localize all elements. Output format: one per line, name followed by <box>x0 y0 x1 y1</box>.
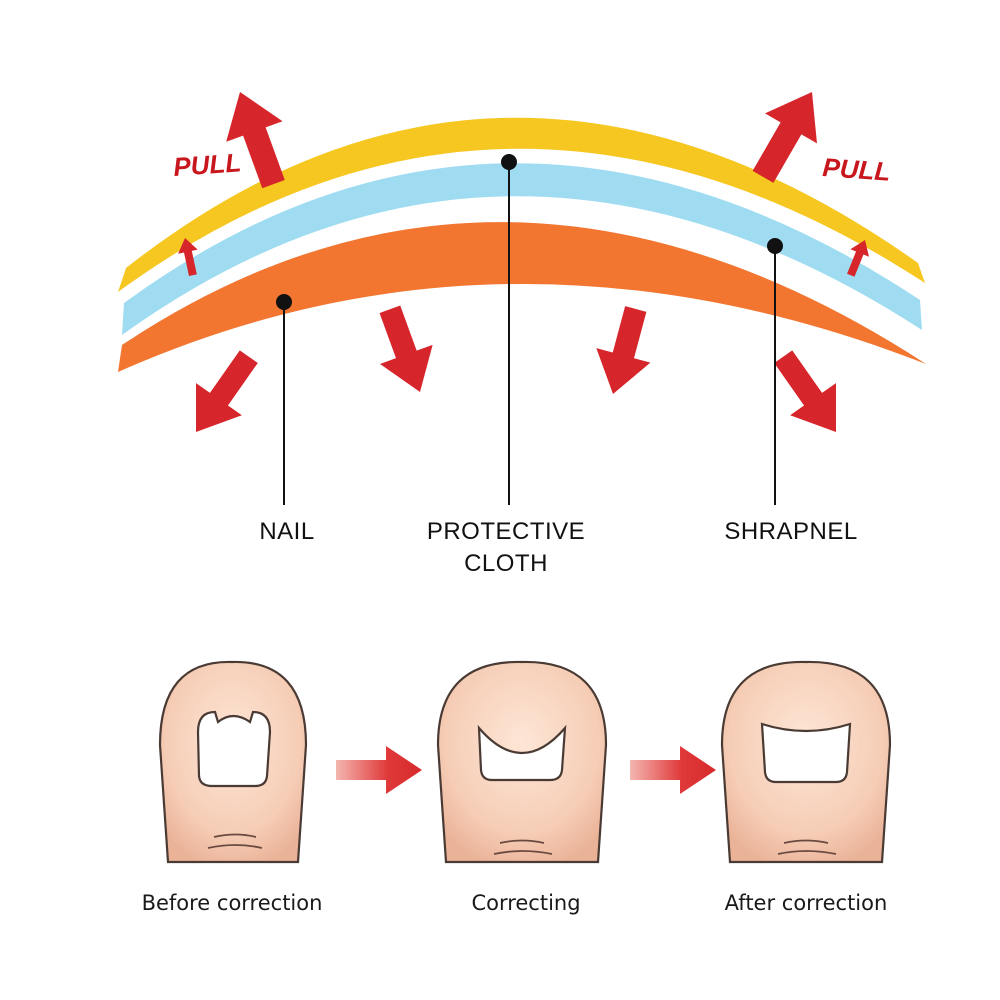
toe-before-nail <box>196 710 272 788</box>
shrapnel-label: SHRAPNEL <box>724 518 857 545</box>
toe-correcting-nail <box>477 724 567 782</box>
push-arrows <box>196 305 836 432</box>
nail-dot <box>276 294 292 310</box>
down-arrow-mid-right-icon <box>596 306 651 394</box>
toe-after <box>720 660 892 864</box>
leader-dots <box>276 154 783 310</box>
protective-cloth-dot <box>501 154 517 170</box>
shrapnel-layer <box>122 163 922 335</box>
stage-arrow-2 <box>630 746 716 794</box>
right-arrow-icon <box>630 746 716 794</box>
nail-label: NAIL <box>259 518 314 545</box>
shrapnel-dot <box>767 238 783 254</box>
down-arrow-mid-left-icon <box>379 305 433 392</box>
pull-arrow-right-icon <box>752 92 817 183</box>
toe-before-crease <box>207 833 263 849</box>
small-up-arrow-right-icon <box>847 240 870 277</box>
toe-correcting <box>436 660 608 864</box>
leader-lines <box>283 162 776 505</box>
caption-after-correction: After correction <box>725 891 888 915</box>
small-arrows <box>178 238 870 277</box>
toe-after-nail <box>760 722 852 784</box>
layer-arcs <box>118 117 926 372</box>
down-arrow-far-left-icon <box>196 350 258 432</box>
toe-before <box>158 660 308 864</box>
down-arrow-far-right-icon <box>774 350 836 432</box>
nail-layer <box>118 222 926 372</box>
small-up-arrow-left-icon <box>178 238 198 277</box>
pull-label-right: PULL <box>822 152 892 187</box>
pull-arrow-left-icon <box>226 92 285 189</box>
protective-cloth-label-line2: CLOTH <box>464 550 548 577</box>
toe-after-crease <box>777 839 837 855</box>
protective-cloth-label-line1: PROTECTIVE <box>427 518 585 545</box>
caption-before-correction: Before correction <box>142 891 323 915</box>
right-arrow-icon <box>336 746 422 794</box>
toe-correcting-crease <box>493 839 553 855</box>
stage-arrow-1 <box>336 746 422 794</box>
caption-correcting: Correcting <box>471 891 580 915</box>
protective-cloth-layer <box>118 117 925 292</box>
pull-label-left: PULL <box>172 147 242 182</box>
pull-arrows <box>226 92 817 189</box>
